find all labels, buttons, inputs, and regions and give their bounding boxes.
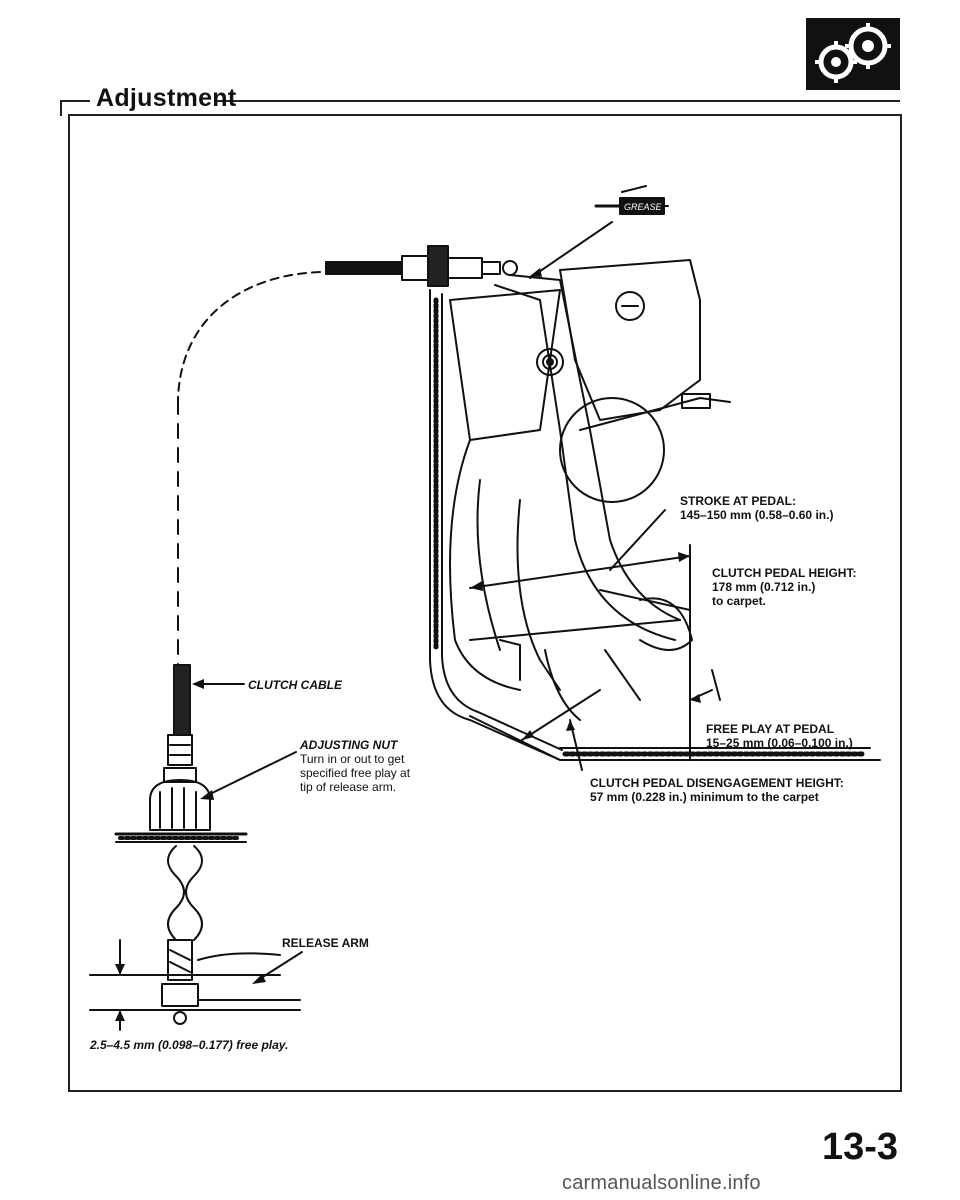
clutch-cable-label: CLUTCH CABLE — [248, 678, 342, 692]
pedal-height-note: to carpet. — [712, 594, 767, 608]
gears-icon — [806, 18, 900, 90]
free-play-value: 15–25 mm (0.06–0.100 in.) — [706, 736, 853, 750]
adjusting-nut-label: ADJUSTING NUT — [300, 738, 398, 752]
grease-fitting-icon — [529, 185, 669, 279]
adjusting-nut-line1: Turn in or out to get — [300, 752, 405, 766]
free-play-label: FREE PLAY AT PEDAL — [706, 722, 835, 736]
disengagement-value: 57 mm (0.228 in.) minimum to the carpet — [590, 790, 819, 804]
corner-tick — [60, 100, 62, 116]
stroke-label: STROKE AT PEDAL: — [680, 494, 796, 508]
adjusting-nut-line3: tip of release arm. — [300, 780, 397, 794]
page-number: 13-3 — [822, 1126, 899, 1168]
watermark: carmanualsonline.info — [562, 1172, 761, 1194]
adjusting-nut-line2: specified free play at — [300, 766, 411, 780]
release-free-play-label: 2.5–4.5 mm (0.098–0.177) free play. — [90, 1038, 289, 1052]
pedal-height-value: 178 mm (0.712 in.) — [712, 580, 816, 594]
pedal-height-label: CLUTCH PEDAL HEIGHT: — [712, 566, 857, 580]
grease-tag: GREASE — [624, 202, 663, 212]
figure-frame — [68, 114, 902, 1092]
section-title: Adjustment — [96, 84, 237, 112]
stroke-value: 145–150 mm (0.58–0.60 in.) — [680, 508, 834, 522]
title-mask — [90, 86, 214, 116]
release-arm-label: RELEASE ARM — [282, 936, 369, 950]
title-rule — [60, 100, 900, 102]
disengagement-label: CLUTCH PEDAL DISENGAGEMENT HEIGHT: — [590, 776, 844, 790]
